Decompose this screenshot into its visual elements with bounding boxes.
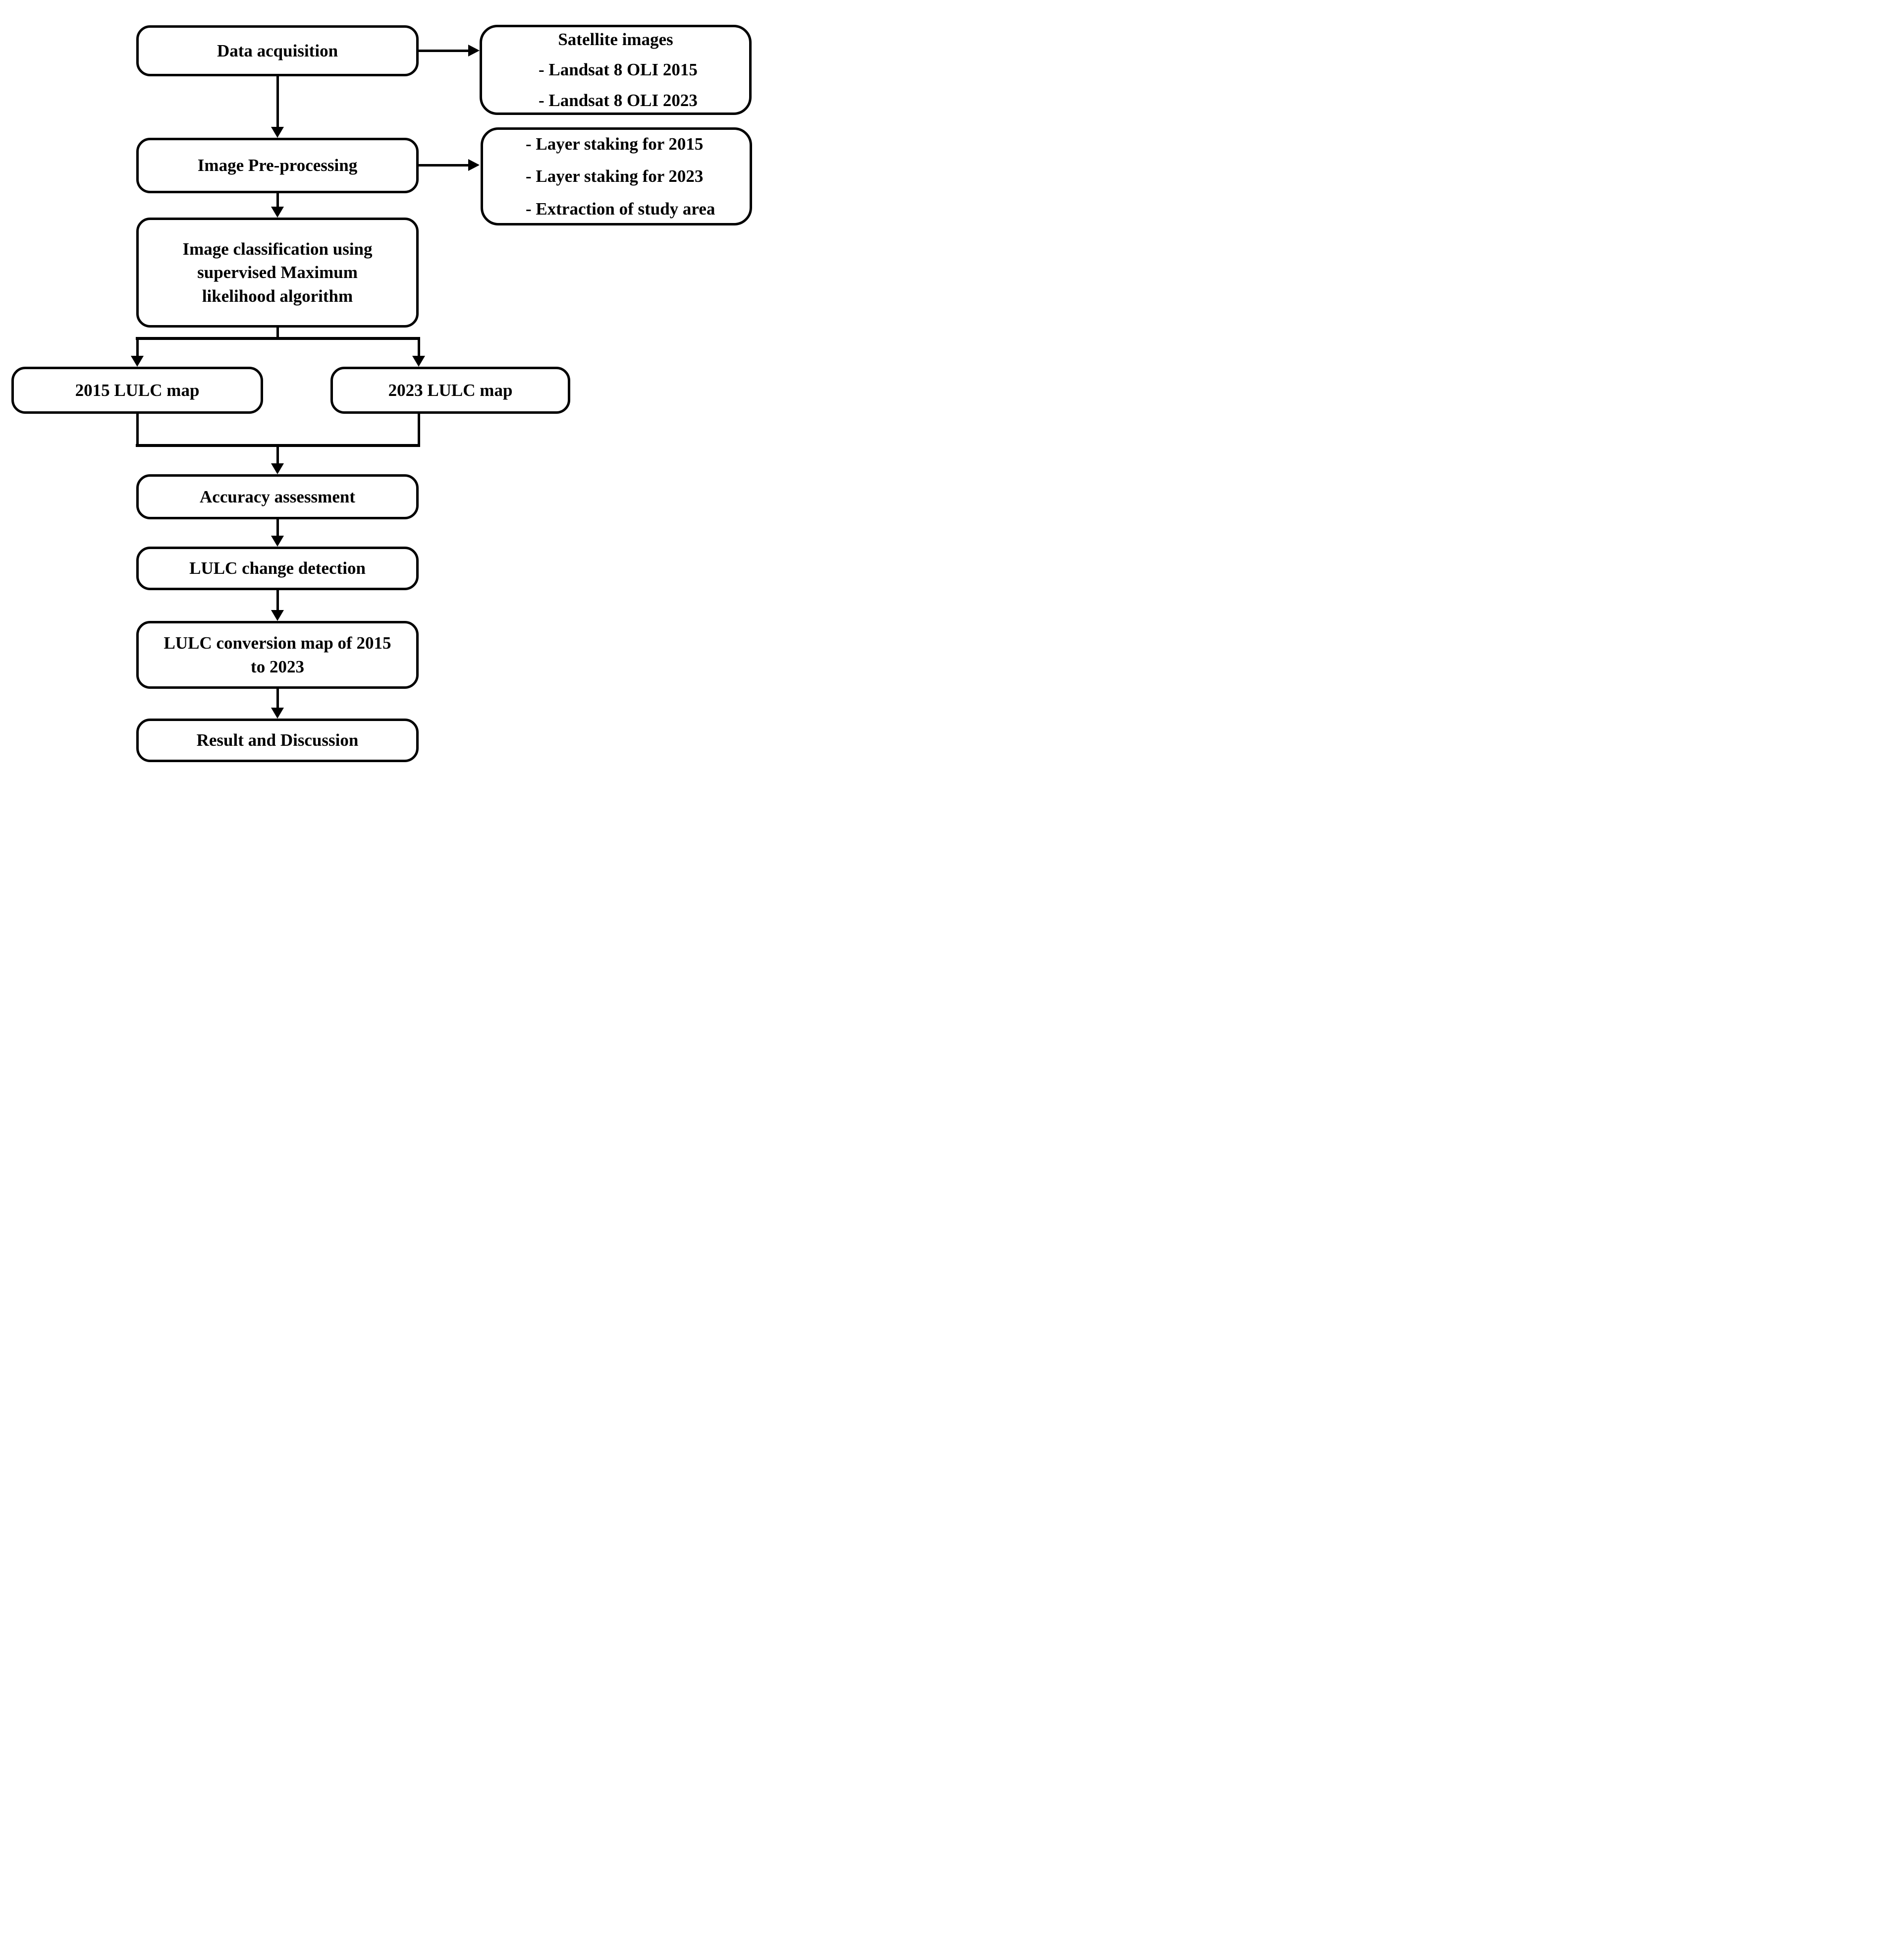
arrowhead-down-icon [412, 356, 425, 367]
arrowhead-down-icon [271, 207, 284, 218]
node-label: Image Pre-processing [197, 156, 358, 175]
node-lulc-change-detection: LULC change detection [136, 547, 419, 590]
arrowhead-right-icon [468, 159, 480, 171]
connector-merge-right-line [418, 414, 420, 444]
connector-change-to-conversion-line [276, 590, 279, 610]
node-lulc-map-2015: 2015 LULC map [11, 367, 263, 414]
node-label-line: LULC conversion map of 2015 [163, 633, 391, 653]
node-lulc-map-2023: 2023 LULC map [330, 367, 570, 414]
connector-data-to-satellite-line [419, 50, 468, 52]
connector-split-stem-line [276, 328, 279, 337]
node-satellite-images: Satellite images - Landsat 8 OLI 2015 - … [480, 25, 752, 115]
bullet-item: - Landsat 8 OLI 2023 [539, 90, 698, 110]
bullet-item: - Landsat 8 OLI 2015 [539, 60, 698, 80]
node-label-line: supervised Maximum [197, 263, 358, 282]
node-image-classification: Image classification using supervised Ma… [136, 218, 419, 328]
node-label: 2023 LULC map [388, 380, 513, 400]
arrowhead-right-icon [468, 45, 480, 56]
node-label-line: Image classification using [182, 239, 373, 259]
arrowhead-down-icon [131, 356, 144, 367]
node-label: Data acquisition [217, 41, 338, 60]
bullet-item: - Layer staking for 2023 [526, 167, 704, 186]
node-label: 2015 LULC map [75, 380, 200, 400]
node-label: Accuracy assessment [200, 487, 355, 506]
node-label: Result and Discussion [196, 730, 359, 750]
connector-preprocessing-to-classification-line [276, 193, 279, 207]
connector-accuracy-to-change-line [276, 519, 279, 536]
connector-split-right-line [418, 340, 420, 356]
arrowhead-down-icon [271, 463, 284, 474]
arrowhead-down-icon [271, 536, 284, 547]
node-title: Satellite images [558, 30, 673, 50]
connector-preprocessing-to-steps-line [419, 164, 468, 167]
node-image-preprocessing: Image Pre-processing [136, 138, 419, 193]
bullet-item: - Layer staking for 2015 [526, 134, 704, 154]
arrowhead-down-icon [271, 610, 284, 621]
node-label-line: to 2023 [251, 657, 304, 676]
node-label-line: likelihood algorithm [202, 286, 353, 306]
node-preprocessing-steps: - Layer staking for 2015 - Layer staking… [481, 127, 752, 225]
node-result-discussion: Result and Discussion [136, 719, 419, 762]
node-accuracy-assessment: Accuracy assessment [136, 474, 419, 519]
connector-conversion-to-result-line [276, 689, 279, 708]
node-data-acquisition: Data acquisition [136, 25, 419, 76]
bullet-item: - Extraction of study area [526, 199, 715, 219]
connector-split-left-line [136, 340, 139, 356]
connector-split-bar [136, 337, 420, 340]
connector-data-to-preprocessing-line [276, 76, 279, 127]
node-lulc-conversion-map: LULC conversion map of 2015 to 2023 [136, 621, 419, 689]
connector-merge-stem-line [276, 447, 279, 463]
arrowhead-down-icon [271, 127, 284, 138]
flowchart-canvas: Data acquisition Satellite images - Land… [0, 0, 761, 777]
node-label: LULC change detection [189, 558, 366, 578]
arrowhead-down-icon [271, 708, 284, 719]
connector-merge-bar [136, 444, 420, 447]
connector-merge-left-line [136, 414, 139, 444]
